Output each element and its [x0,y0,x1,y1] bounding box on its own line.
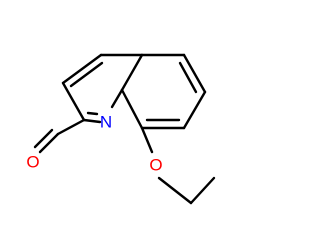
bond-ch2-ch3 [189,176,216,205]
bond-cho-o-inner [33,128,54,149]
bond-c2-cho [56,118,86,136]
nitrogen-atom: N [100,113,112,132]
structure-canvas: N O O [26,53,216,205]
bond-n1-c2-inner [86,111,99,116]
bond-c3-c4 [61,53,103,85]
ether-oxygen-atom: O [149,156,162,175]
bond-c2-c3 [61,81,86,122]
bond-cho-o [38,132,60,154]
bond-c3-c4-inner [69,61,104,88]
bond-c4a-c8a [120,53,144,92]
bond-c5-c6 [182,53,207,94]
molecule-structure: N O O [26,53,216,205]
bond-c6-c7 [182,90,207,130]
bond-c8-c8a [120,88,144,130]
bond-c5-c6-inner [178,61,198,94]
bond-c8-o [140,126,154,154]
bond-c8a-n1 [110,88,124,109]
bond-n1-c2 [82,118,102,124]
bond-o-ch2 [157,176,193,205]
aldehyde-oxygen-atom: O [26,153,39,172]
